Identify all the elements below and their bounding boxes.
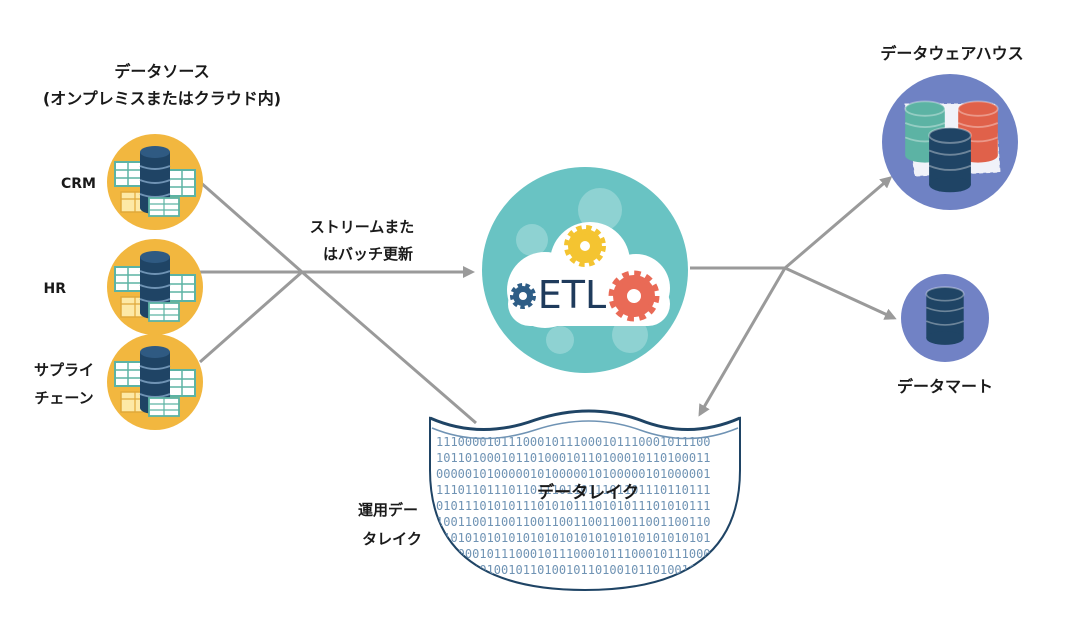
datamart-label: データマート bbox=[897, 377, 993, 396]
svg-text:101101000101101000101101000101: 10110100010110100010110100010110100011 bbox=[436, 451, 711, 465]
operational-lake-label-line1: 運用デー bbox=[358, 501, 418, 519]
blue-gear-icon bbox=[510, 283, 536, 309]
source-hr: HR bbox=[44, 239, 203, 335]
source-supply-label-line2: チェーン bbox=[34, 389, 93, 407]
background-gears-icon bbox=[516, 188, 648, 354]
datamart-node bbox=[901, 274, 989, 362]
etl-node: ETL bbox=[482, 167, 688, 373]
stream-label-line2: はバッチ更新 bbox=[323, 245, 413, 263]
source-supply-label-line1: サプライ bbox=[34, 361, 94, 379]
etl-label: ETL bbox=[538, 273, 606, 317]
lake-arrow bbox=[698, 267, 787, 417]
svg-text:100110011001100110011001100110: 10011001100110011001100110011001100110 bbox=[436, 515, 711, 529]
svg-text:010111010101110101011101010111: 01011101010111010101110101011101010111 bbox=[436, 499, 711, 513]
supply-chain-connector bbox=[199, 270, 303, 364]
svg-text:001011010010110100101101001011: 00101101001011010010110100101101001011 bbox=[436, 563, 711, 577]
warehouse-node bbox=[882, 74, 1018, 210]
yellow-gear-icon bbox=[564, 225, 606, 267]
sources-title-line2: (オンプレミスまたはクラウド内) bbox=[43, 89, 281, 108]
operational-lake-label-line2: タレイク bbox=[362, 530, 422, 548]
navy-database-icon bbox=[928, 126, 972, 194]
warehouse-label: データウェアハウス bbox=[880, 44, 1023, 63]
warehouse-arrow bbox=[784, 176, 893, 270]
source-supply-chain: サプライ チェーン bbox=[34, 334, 203, 430]
source-crm: CRM bbox=[61, 134, 203, 230]
database-icon bbox=[925, 286, 965, 346]
red-gear-icon bbox=[608, 270, 660, 322]
sources-title-line1: データソース bbox=[114, 62, 209, 81]
svg-text:111011011101101110110111011011: 11101101110110111011011101101110110111 bbox=[436, 483, 711, 497]
source-hr-label: HR bbox=[44, 281, 67, 297]
datalake-label: データレイク bbox=[537, 482, 639, 503]
source-crm-label: CRM bbox=[61, 176, 96, 192]
lake-input-connector bbox=[301, 270, 477, 425]
datamart-arrow bbox=[784, 266, 897, 320]
stream-label-line1: ストリームまた bbox=[310, 218, 415, 236]
datalake-node: 11100001011100010111000101110001011100 1… bbox=[429, 409, 741, 592]
svg-text:010101010101010101010101010101: 01010101010101010101010101010101010101 bbox=[436, 531, 711, 545]
svg-text:000001010000010100000101000001: 00000101000001010000010100000101000001 bbox=[436, 467, 711, 481]
svg-text:111000010111000101110001011100: 11100001011100010111000101110001011100 bbox=[436, 435, 711, 449]
crm-connector bbox=[199, 180, 303, 274]
svg-text:111000101110001011100010111000: 11100010111000101110001011100010111000 bbox=[436, 547, 711, 561]
binary-pattern: 11100001011100010111000101110001011100 1… bbox=[436, 435, 711, 577]
